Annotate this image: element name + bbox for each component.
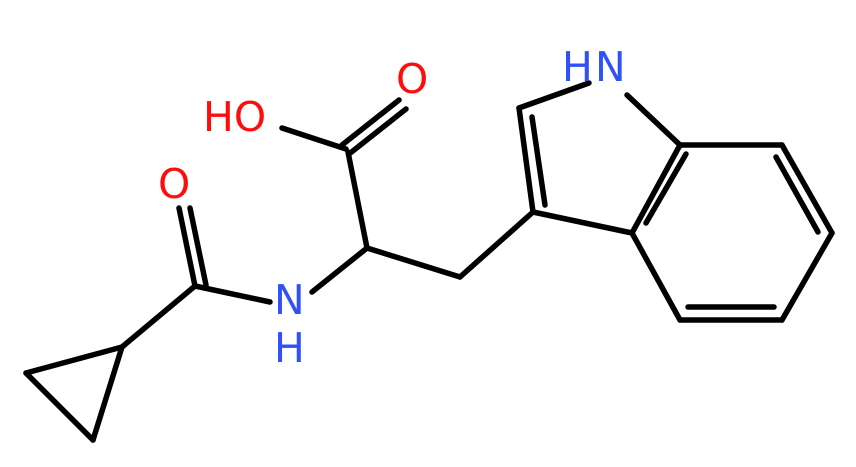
- amide-nitrogen-label: N: [274, 276, 305, 324]
- bond-cyclopropyl-1: [23, 344, 125, 376]
- bond-alpha-ch2: [364, 245, 463, 280]
- indole-nh-hydrogen-label: H: [562, 43, 593, 91]
- bond-c3a-c7a-inner: [643, 151, 689, 226]
- bond-c3a-c7a: [629, 142, 683, 236]
- bond-cyclopropyl-3: [90, 344, 125, 443]
- hydroxyl-label: HO: [203, 93, 266, 141]
- amide-oxygen-label: O: [158, 160, 190, 208]
- bond-c7-c6-a: [779, 142, 835, 236]
- bond-carboxyl-co-a: [339, 97, 402, 148]
- amide-nh-hydrogen-label: H: [274, 324, 305, 372]
- bond-c3-c2-b: [529, 114, 548, 208]
- bond-cyclopropyl-carbonyl: [119, 283, 198, 350]
- bond-n-alpha: [309, 245, 370, 295]
- bond-c6-c5: [779, 230, 835, 323]
- indole-nitrogen-label: N: [595, 43, 626, 91]
- bond-n1-c7a: [624, 92, 683, 148]
- bond-carbonyl-n: [192, 283, 273, 305]
- bond-c4-c3a: [629, 230, 683, 323]
- bond-c3-c2-a: [516, 105, 536, 215]
- bond-amide-co-a: [176, 205, 198, 289]
- bond-carboxyl-co-b: [346, 106, 409, 157]
- bond-c7-c6-b: [773, 154, 821, 235]
- bond-carboxyl-oh: [279, 125, 349, 152]
- bond-cyclopropyl-2: [23, 370, 96, 443]
- carbonyl-oxygen-label: O: [396, 55, 428, 103]
- bond-c3-c3a: [530, 209, 635, 236]
- bond-amide-co-b: [187, 205, 209, 288]
- bond-alpha-carboxyl: [345, 149, 370, 251]
- bond-ch2-c3: [457, 209, 536, 280]
- bond-c2-n1: [516, 80, 592, 111]
